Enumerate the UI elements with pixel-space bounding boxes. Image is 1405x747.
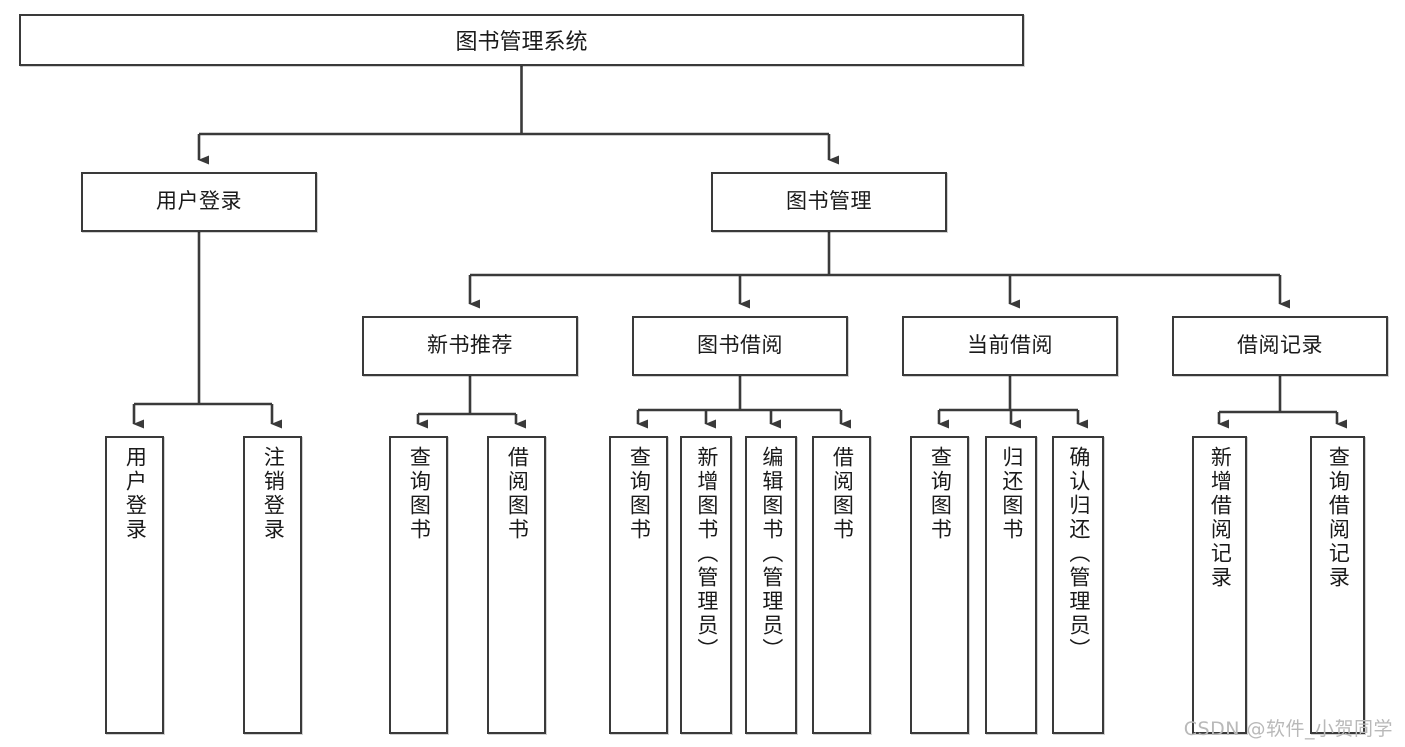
leaf-label: 编辑图书（管理员） — [759, 446, 784, 662]
node-book-borrow[interactable]: 图书借阅 — [632, 316, 848, 376]
node-leaf-logout-login[interactable]: 注销登录 — [243, 436, 302, 734]
leaf-label: 注销登录 — [261, 446, 286, 542]
leaf-label: 借阅图书 — [505, 446, 530, 542]
node-leaf-query-book-1[interactable]: 查询图书 — [389, 436, 448, 734]
node-leaf-query-book-3[interactable]: 查询图书 — [910, 436, 969, 734]
leaf-label: 查询借阅记录 — [1326, 446, 1351, 590]
node-user-login[interactable]: 用户登录 — [81, 172, 317, 232]
node-leaf-add-borrow-record[interactable]: 新增借阅记录 — [1192, 436, 1247, 734]
node-root-system[interactable]: 图书管理系统 — [19, 14, 1024, 66]
node-borrow-record[interactable]: 借阅记录 — [1172, 316, 1388, 376]
node-leaf-confirm-return-admin[interactable]: 确认归还（管理员） — [1052, 436, 1104, 734]
node-new-book-recommend[interactable]: 新书推荐 — [362, 316, 578, 376]
watermark: CSDN @软件_小贺同学 — [1183, 718, 1393, 740]
leaf-label: 查询图书 — [627, 446, 652, 542]
node-book-management[interactable]: 图书管理 — [711, 172, 947, 232]
leaf-label: 新增借阅记录 — [1208, 446, 1233, 590]
node-leaf-add-book-admin[interactable]: 新增图书（管理员） — [680, 436, 732, 734]
node-leaf-borrow-book-2[interactable]: 借阅图书 — [812, 436, 871, 734]
node-leaf-return-book[interactable]: 归还图书 — [985, 436, 1037, 734]
leaf-label: 归还图书 — [999, 446, 1024, 542]
node-leaf-edit-book-admin[interactable]: 编辑图书（管理员） — [745, 436, 797, 734]
node-leaf-borrow-book-1[interactable]: 借阅图书 — [487, 436, 546, 734]
leaf-label: 确认归还（管理员） — [1066, 446, 1091, 662]
node-leaf-user-login[interactable]: 用户登录 — [105, 436, 164, 734]
node-leaf-query-borrow-record[interactable]: 查询借阅记录 — [1310, 436, 1365, 734]
leaf-label: 借阅图书 — [830, 446, 855, 542]
node-current-borrow[interactable]: 当前借阅 — [902, 316, 1118, 376]
node-leaf-query-book-2[interactable]: 查询图书 — [609, 436, 668, 734]
leaf-label: 用户登录 — [123, 446, 148, 542]
leaf-label: 查询图书 — [407, 446, 432, 542]
leaf-label: 新增图书（管理员） — [694, 446, 719, 662]
leaf-label: 查询图书 — [928, 446, 953, 542]
